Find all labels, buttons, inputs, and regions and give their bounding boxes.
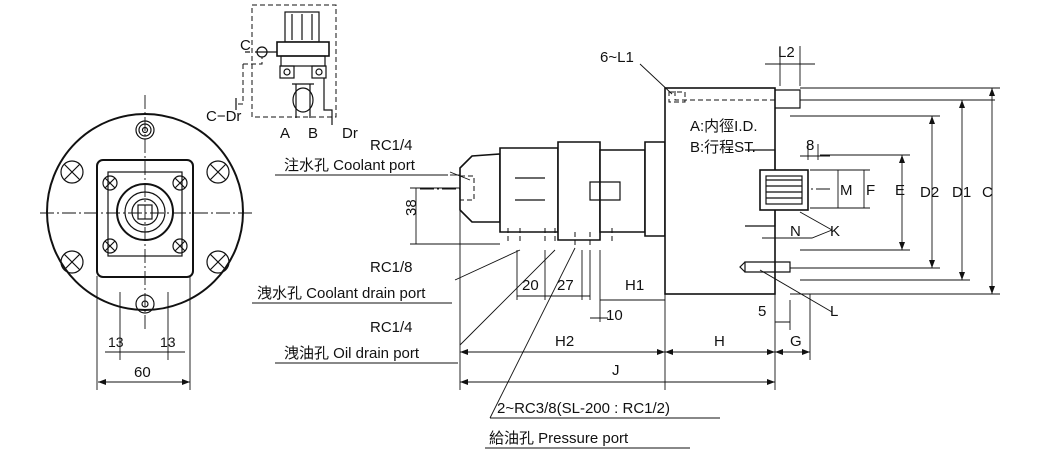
dim-e: E <box>895 182 905 199</box>
dim-g: G <box>790 333 802 350</box>
coolant-drain-label: 洩水孔 Coolant drain port <box>257 285 426 302</box>
square-housing <box>96 159 194 278</box>
dim-27: 27 <box>557 277 574 294</box>
oil-drain-thread: RC1/4 <box>370 319 413 336</box>
dim-38: 38 <box>403 199 420 216</box>
label-l: L <box>830 303 838 320</box>
front-view <box>40 95 252 390</box>
pressure-port-label: 給油孔 Pressure port <box>489 430 629 447</box>
dim-d2: D2 <box>920 184 939 201</box>
adapter-ring <box>644 141 666 237</box>
side-view <box>252 46 1000 449</box>
check-valve-right <box>311 65 327 79</box>
coolant-port-label: 注水孔 Coolant port <box>284 157 416 174</box>
dim-5: 5 <box>758 303 766 320</box>
dim-13-left: 13 <box>108 334 124 350</box>
schematic-label-a: A <box>280 125 290 142</box>
adjust-screw <box>744 261 791 273</box>
dim-h2: H2 <box>555 333 574 350</box>
coolant-port-thread: RC1/4 <box>370 137 413 154</box>
hydraulic-schematic <box>235 4 337 125</box>
schematic-label-dr: Dr <box>342 125 358 142</box>
dim-mount-holes: 6~L1 <box>600 49 634 66</box>
check-valve-left <box>279 65 295 79</box>
pump-symbol <box>292 87 314 113</box>
spindle-hex <box>137 204 153 220</box>
label-n: N <box>790 223 801 240</box>
valve-symbol <box>291 14 313 40</box>
dim-h: H <box>714 333 725 350</box>
label-k: K <box>830 223 840 240</box>
distributor-body <box>557 141 601 241</box>
flange-outline <box>46 113 244 311</box>
oil-drain-label: 洩油孔 Oil drain port <box>284 345 420 362</box>
spindle-outer <box>116 183 174 241</box>
dim-8: 8 <box>806 137 814 154</box>
note-bore: A:内徑I.D. <box>690 118 758 135</box>
mounting-holes <box>60 120 230 314</box>
dim-j: J <box>612 362 620 379</box>
schematic-label-c: C <box>240 37 251 54</box>
note-stroke: B:行程ST. <box>690 139 756 156</box>
distributor-rear <box>599 149 646 233</box>
dim-13-right: 13 <box>160 334 176 350</box>
cylinder-symbol <box>280 55 326 67</box>
schematic-label-b: B <box>308 125 318 142</box>
dim-60: 60 <box>134 364 151 381</box>
pressure-port-thread: 2~RC3/8(SL-200 : RC1/2) <box>497 400 670 417</box>
coolant-nozzle <box>459 153 501 223</box>
coolant-drain-thread: RC1/8 <box>370 259 413 276</box>
dim-c: C <box>982 184 993 201</box>
dim-h1: H1 <box>625 277 644 294</box>
dim-m: M <box>840 182 853 199</box>
dim-l2: L2 <box>778 44 795 61</box>
dim-d1: D1 <box>952 184 971 201</box>
dim-20: 20 <box>522 277 539 294</box>
dim-f: F <box>866 182 875 199</box>
rotary-joint-symbol <box>276 41 330 57</box>
dim-10: 10 <box>606 307 623 324</box>
rotary-joint-body <box>499 147 559 233</box>
piston-bore <box>759 169 809 211</box>
schematic-label-c-dr: C−Dr <box>206 108 241 125</box>
cylinder-housing <box>664 87 776 295</box>
schematic-boundary <box>251 4 337 118</box>
